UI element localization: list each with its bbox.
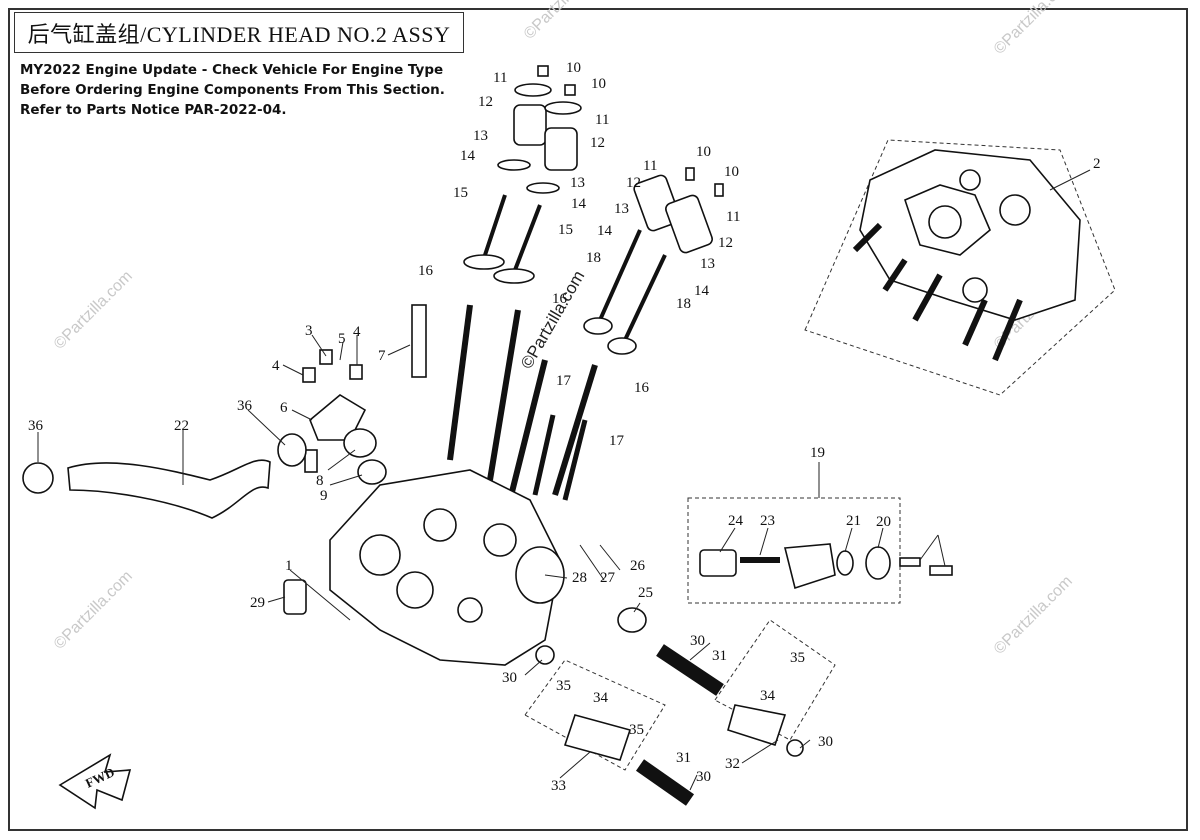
notice-line-2: Before Ordering Engine Components From T… xyxy=(20,82,445,98)
callout-9: 9 xyxy=(320,488,328,504)
leader-lines xyxy=(37,169,1091,791)
watermarks: ©Partzilla.com ©Partzilla.com ©Partzilla… xyxy=(51,0,1076,658)
callout-36: 36 xyxy=(237,398,253,414)
callout-34: 34 xyxy=(593,690,609,706)
notice-line-3: Refer to Parts Notice PAR-2022-04. xyxy=(20,102,287,118)
callout-31: 31 xyxy=(676,750,691,766)
title-box: 后气缸盖组/CYLINDER HEAD NO.2 ASSY xyxy=(14,12,464,53)
callout-17: 17 xyxy=(609,433,625,449)
callout-27: 27 xyxy=(600,570,616,586)
callout-15: 15 xyxy=(453,185,468,201)
cam-holder-box-left xyxy=(524,659,666,771)
temperature-sensor xyxy=(283,579,307,615)
watermark-center: ©Partzilla.com xyxy=(517,267,588,372)
callout-13: 13 xyxy=(570,175,585,191)
fwd-arrow: FWD xyxy=(58,753,132,810)
callout-12: 12 xyxy=(590,135,605,151)
callout-15: 15 xyxy=(558,222,573,238)
callout-12: 12 xyxy=(626,175,641,191)
callout-8: 8 xyxy=(316,473,324,489)
callout-11: 11 xyxy=(726,209,740,225)
callout-30: 30 xyxy=(696,769,711,785)
callout-13: 13 xyxy=(473,128,488,144)
cylinder-head-main xyxy=(329,469,565,666)
callout-32: 32 xyxy=(725,756,740,772)
callout-14: 14 xyxy=(571,196,587,212)
callout-36: 36 xyxy=(28,418,44,434)
callout-11: 11 xyxy=(493,70,507,86)
callout-10: 10 xyxy=(696,144,711,160)
watermark: ©Partzilla.com xyxy=(521,0,606,43)
diagram-title: 后气缸盖组/CYLINDER HEAD NO.2 ASSY xyxy=(27,21,451,47)
valve-train-parts xyxy=(411,65,724,501)
callout-33: 33 xyxy=(551,778,566,794)
callout-14: 14 xyxy=(597,223,613,239)
tensioner-assembly-parts xyxy=(617,543,953,633)
diagram-frame xyxy=(8,8,1188,831)
callout-30: 30 xyxy=(690,633,705,649)
cylinder-head-assembly-inset xyxy=(852,149,1081,362)
callout-12: 12 xyxy=(718,235,733,251)
callout-5: 5 xyxy=(338,331,346,347)
callout-30: 30 xyxy=(818,734,833,750)
callout-28: 28 xyxy=(572,570,587,586)
callout-18: 18 xyxy=(676,296,691,312)
callout-22: 22 xyxy=(174,418,189,434)
callout-10: 10 xyxy=(724,164,739,180)
callout-12: 12 xyxy=(478,94,493,110)
callout-11: 11 xyxy=(643,158,657,174)
callout-16: 16 xyxy=(418,263,434,279)
callout-16: 16 xyxy=(552,291,568,307)
callout-3: 3 xyxy=(305,323,313,339)
callout-4: 4 xyxy=(353,324,361,340)
callout-1: 1 xyxy=(285,558,293,574)
watermark: ©Partzilla.com xyxy=(991,573,1076,658)
callout-7: 7 xyxy=(378,348,386,364)
callout-2: 2 xyxy=(1093,156,1101,172)
cam-holder-box-right xyxy=(714,619,836,741)
callout-18: 18 xyxy=(586,250,601,266)
callout-23: 23 xyxy=(760,513,775,529)
callout-25: 25 xyxy=(638,585,653,601)
callout-34: 34 xyxy=(760,688,776,704)
callout-14: 14 xyxy=(460,148,476,164)
watermark: ©Partzilla.com xyxy=(991,0,1076,58)
callout-31: 31 xyxy=(712,648,727,664)
callout-35: 35 xyxy=(556,678,571,694)
callout-26: 26 xyxy=(630,558,646,574)
thermostat-housing-parts xyxy=(302,349,387,485)
cam-holder-parts xyxy=(535,644,804,806)
callout-29: 29 xyxy=(250,595,265,611)
callout-10: 10 xyxy=(591,76,606,92)
engine-notice: MY2022 Engine Update - Check Vehicle For… xyxy=(20,60,445,120)
callout-labels: 1 2 3 4 4 5 6 7 8 9 10 10 10 10 11 11 11… xyxy=(28,60,1101,794)
callout-21: 21 xyxy=(846,513,861,529)
coolant-hose xyxy=(22,433,307,519)
notice-line-1: MY2022 Engine Update - Check Vehicle For… xyxy=(20,62,444,78)
watermark: ©Partzilla.com xyxy=(51,268,136,353)
callout-19: 19 xyxy=(810,445,825,461)
tensioner-assy-box xyxy=(687,497,901,604)
callout-14: 14 xyxy=(694,283,710,299)
callout-30: 30 xyxy=(502,670,517,686)
callout-20: 20 xyxy=(876,514,891,530)
callout-6: 6 xyxy=(280,400,288,416)
callout-13: 13 xyxy=(614,201,629,217)
callout-17: 17 xyxy=(556,373,572,389)
callout-10: 10 xyxy=(566,60,581,76)
callout-13: 13 xyxy=(700,256,715,272)
callout-24: 24 xyxy=(728,513,744,529)
callout-4: 4 xyxy=(272,358,280,374)
watermark: ©Partzilla.com xyxy=(51,568,136,653)
callout-35: 35 xyxy=(790,650,805,666)
callout-11: 11 xyxy=(595,112,609,128)
callout-35: 35 xyxy=(629,722,644,738)
callout-16: 16 xyxy=(634,380,650,396)
